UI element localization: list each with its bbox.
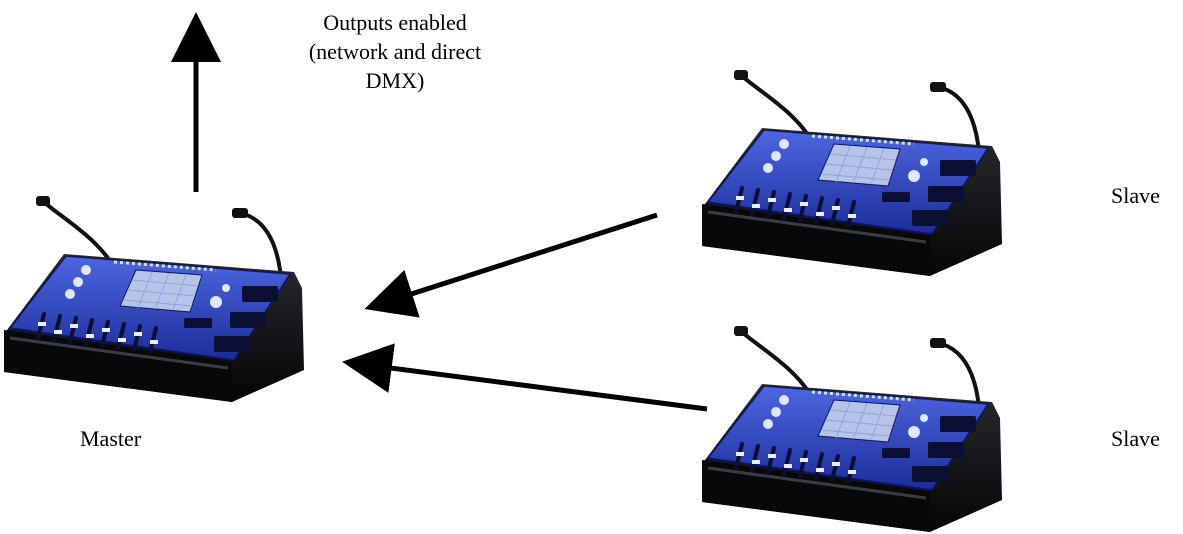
outputs-note-line-3: DMX) — [365, 68, 425, 93]
slave-console-image-bottom — [700, 324, 1004, 534]
outputs-enabled-note: Outputs enabled (network and direct DMX) — [270, 8, 520, 95]
outputs-note-line-1: Outputs enabled — [323, 10, 467, 35]
slave-top-label: Slave — [1111, 183, 1160, 208]
slave-bottom-to-master-arrow — [342, 343, 708, 412]
master-label: Master — [80, 426, 142, 451]
slave-console-image-top — [700, 68, 1004, 278]
outputs-note-line-2: (network and direct — [308, 39, 482, 64]
slave-top-to-master-arrow — [364, 212, 658, 318]
master-console-image — [2, 194, 306, 404]
slave-bottom-label: Slave — [1111, 426, 1160, 451]
